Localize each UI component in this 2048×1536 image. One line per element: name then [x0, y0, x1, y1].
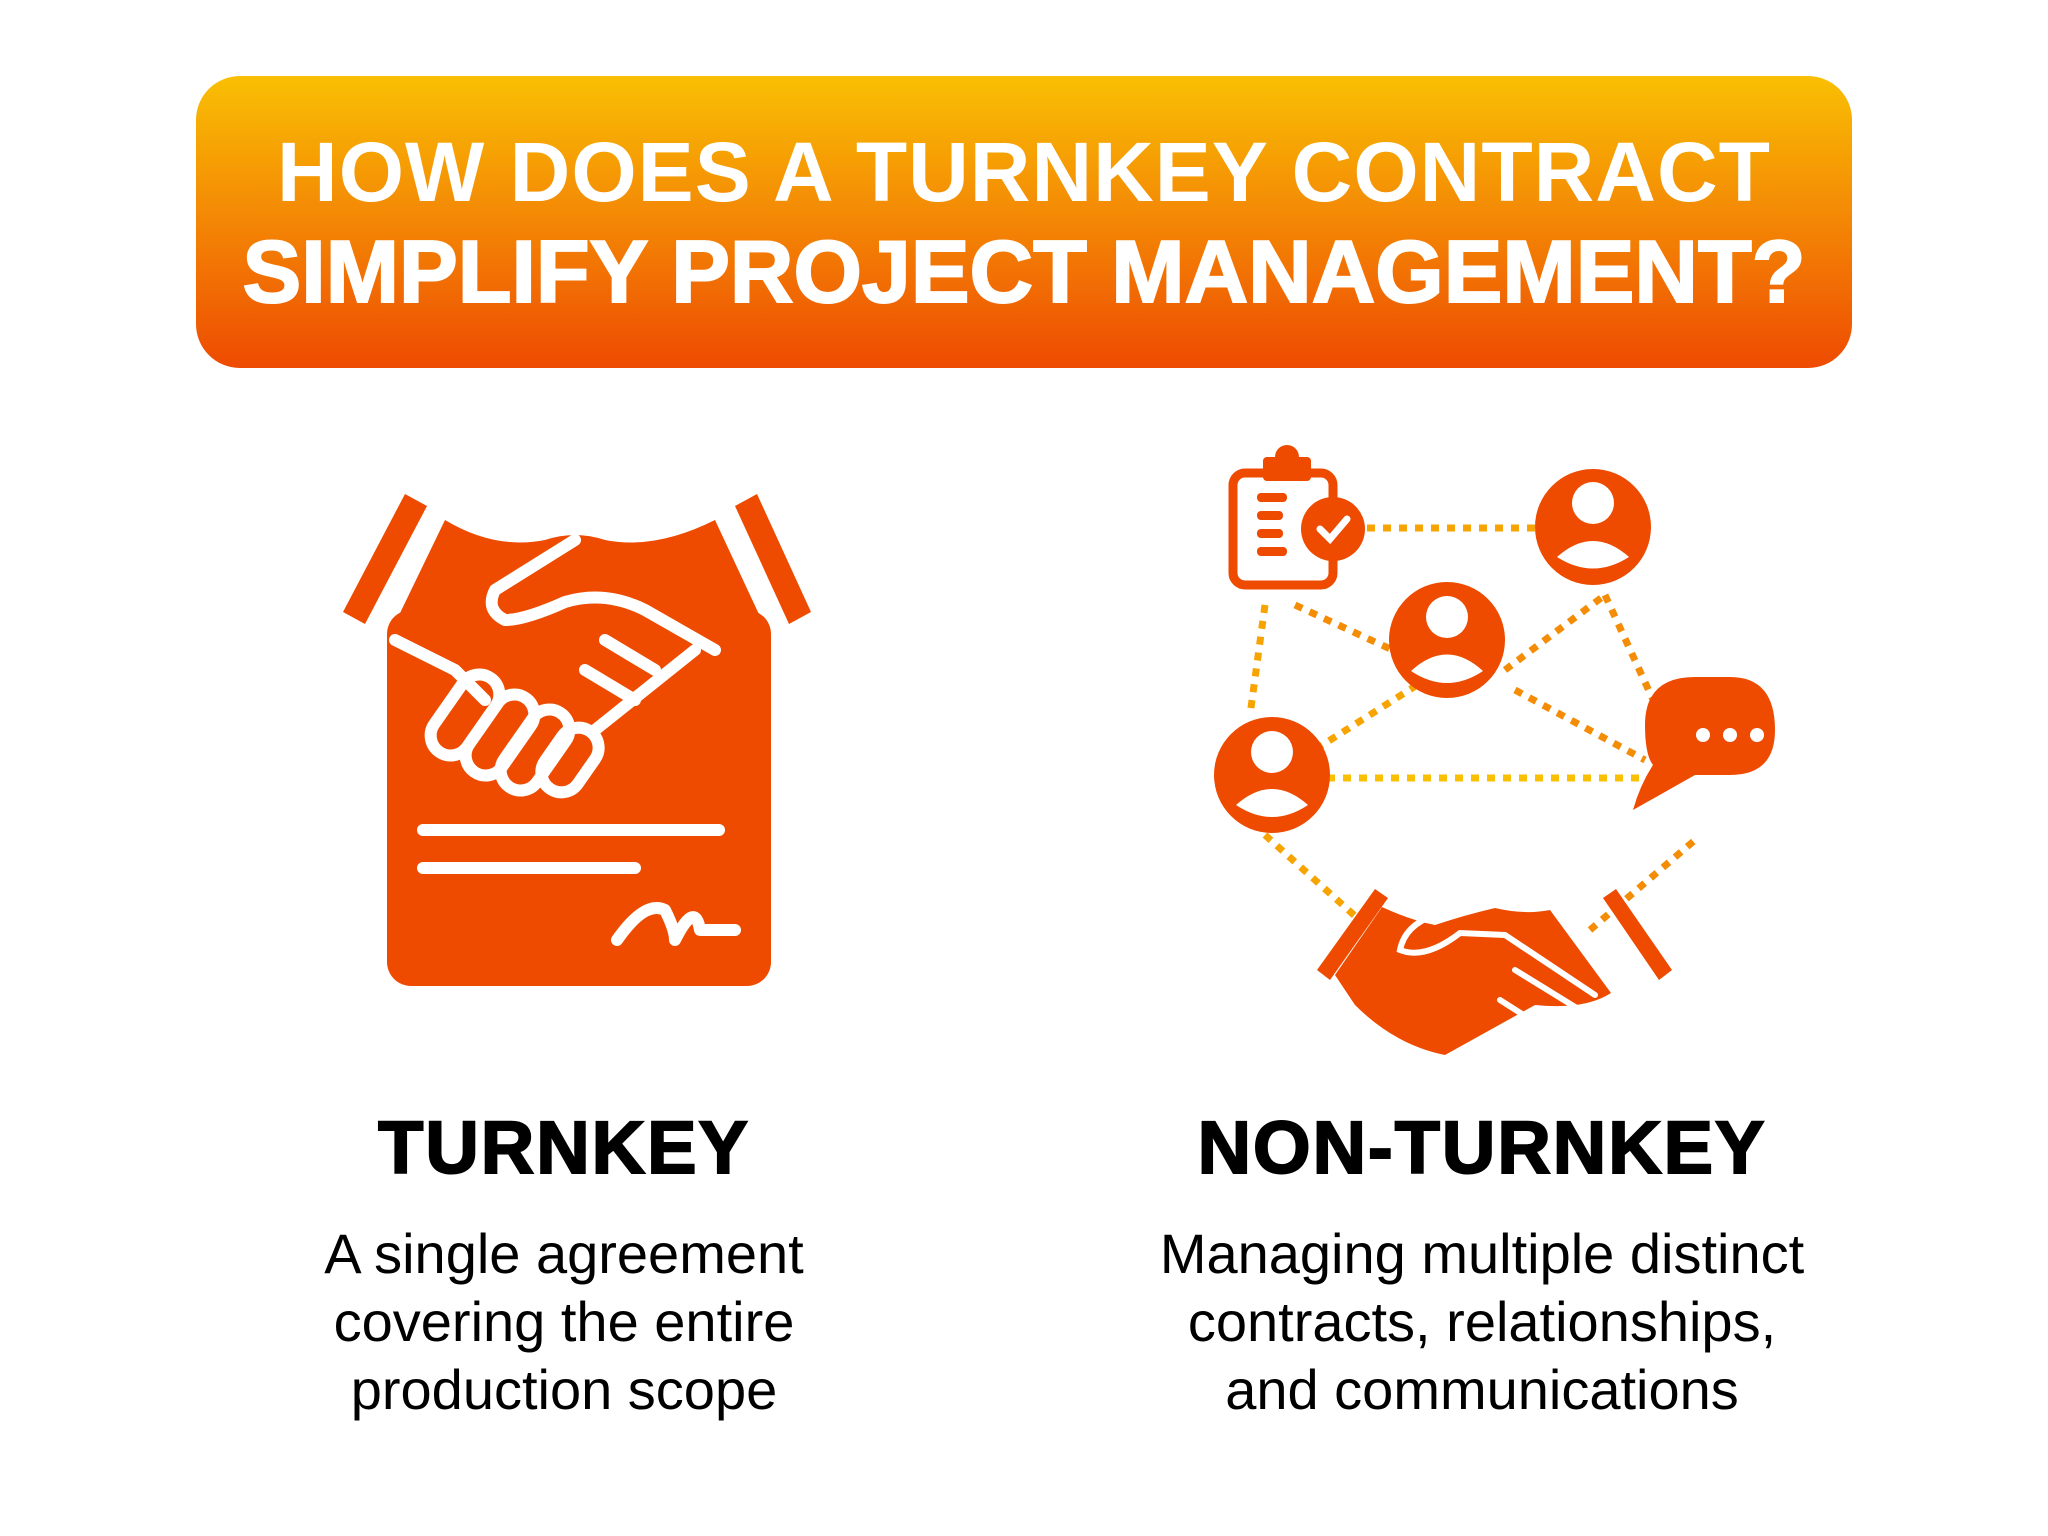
non-turnkey-column: NON-TURNKEY Managing multiple distinct c… [1032, 1105, 1932, 1424]
non-turnkey-heading: NON-TURNKEY [1197, 1105, 1767, 1190]
description-line: Managing multiple distinct [1159, 1222, 1805, 1285]
description-line: A single agreement [324, 1222, 804, 1285]
network-of-contracts-icon [1214, 445, 1775, 1055]
title-line-1: HOW DOES A TURNKEY CONTRACT [277, 125, 1771, 219]
turnkey-column: TURNKEY A single agreement covering the … [114, 1105, 1014, 1424]
description-line: contracts, relationships, [1187, 1290, 1777, 1353]
description-line: and communications [1225, 1358, 1739, 1421]
signed-contract-handshake-icon [343, 494, 811, 986]
non-turnkey-description: Managing multiple distinct contracts, re… [1032, 1220, 1932, 1424]
title-line-2: SIMPLIFY PROJECT MANAGEMENT? [242, 221, 1807, 322]
turnkey-description: A single agreement covering the entire p… [114, 1220, 1014, 1424]
title-banner: HOW DOES A TURNKEY CONTRACT SIMPLIFY PRO… [196, 76, 1852, 368]
description-line: covering the entire [333, 1290, 795, 1353]
description-line: production scope [350, 1358, 778, 1421]
turnkey-heading: TURNKEY [377, 1105, 750, 1190]
